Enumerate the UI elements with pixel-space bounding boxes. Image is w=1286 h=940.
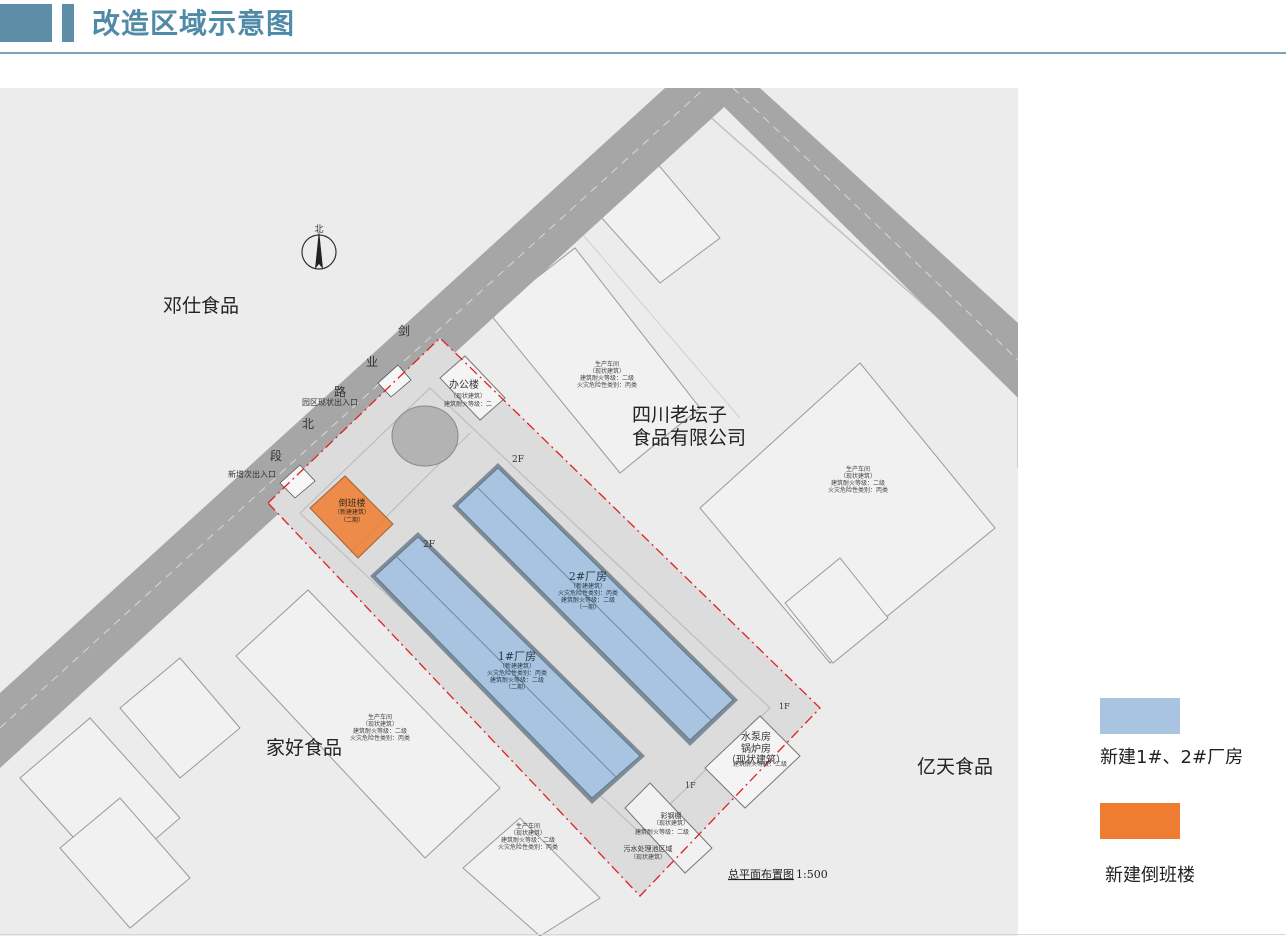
factory-2-note-2: 火灾危险性类别：丙类 (558, 589, 618, 597)
site-plan-drawing: 北 邓仕食品 四川老坛子 食品有限公司 家好食品 亿天食品 剑 业 路 北 段 … (0, 87, 1019, 937)
workshop-a-note-2: 建筑耐火等级：二级 (580, 374, 634, 382)
neighbor-laotanzi-line2: 食品有限公司 (632, 427, 746, 449)
factory-2 (452, 463, 738, 746)
legend-swatch-factories (1100, 698, 1180, 734)
plan-scale: 1:500 (796, 868, 828, 881)
office-building (439, 355, 506, 421)
workshop-d-note-3: 火灾危险性类别：丙类 (498, 843, 558, 851)
pump-room (704, 715, 801, 809)
steel-shed-name: 彩钢棚 (661, 811, 682, 820)
neighbor-dengshi: 邓仕食品 (163, 295, 239, 317)
factory-1-floor: 2F (423, 540, 435, 550)
road-char-4: 北 (302, 417, 314, 431)
steel-shed (624, 782, 713, 874)
office-note-2: 建筑耐火等级：二 (444, 400, 492, 408)
bottom-divider (0, 934, 1286, 935)
workshop-b-note-2: 建筑耐火等级：二级 (831, 479, 885, 487)
factory-1-note-1: （新建建筑） (499, 662, 535, 670)
factory-2-note-3: 建筑耐火等级：二级 (561, 596, 615, 604)
title-accent-block (0, 4, 52, 42)
pump-room-floor: 1F (779, 702, 790, 711)
header: 改造区域示意图 (0, 0, 1286, 54)
pump-room-name-2: 锅炉房 (741, 742, 771, 755)
steel-shed-note-2: 建筑耐火等级：二级 (635, 828, 689, 836)
title-accent-bar (62, 4, 74, 42)
site-boundary (267, 337, 821, 897)
pump-room-name-1: 水泵房 (741, 730, 771, 743)
neighbor-yitian: 亿天食品 (917, 756, 993, 778)
dormitory-note-2: （二期） (340, 516, 364, 524)
factory-1 (370, 532, 645, 804)
neighbor-jiahao: 家好食品 (266, 737, 342, 759)
header-divider (0, 52, 1286, 54)
workshop-d-note-1: （现状建筑） (510, 829, 546, 837)
workshop-b-note-3: 火灾危险性类别：丙类 (828, 486, 888, 494)
page-title: 改造区域示意图 (92, 7, 296, 40)
workshop-a-note-3: 火灾危险性类别：丙类 (577, 381, 637, 389)
pump-room-note-2: 建筑耐火等级：二级 (733, 760, 787, 768)
workshop-c-name: 生产车间 (368, 713, 392, 721)
dormitory-note-1: （新建建筑） (334, 508, 370, 516)
road-char-1: 剑 (398, 323, 410, 338)
site-plan: 北 邓仕食品 四川老坛子 食品有限公司 家好食品 亿天食品 剑 业 路 北 段 … (0, 87, 1019, 937)
courtyard (391, 405, 459, 467)
entrance-existing-label: 园区现状出入口 (302, 397, 358, 407)
neighbor-laotanzi-line1: 四川老坛子 (632, 404, 727, 426)
site-area (268, 338, 820, 896)
workshop-b-name: 生产车间 (846, 465, 870, 473)
steel-shed-note-1: （现状建筑） (653, 819, 689, 827)
dormitory-building (309, 475, 394, 559)
office-name: 办公楼 (449, 378, 479, 391)
factory-2-note-1: （新建建筑） (570, 582, 606, 590)
factory-2-note-4: （一期） (576, 603, 600, 611)
neighbor-parcels (19, 142, 996, 937)
factory-1-note-4: （二期） (505, 683, 529, 691)
workshop-d-name: 生产车间 (516, 822, 540, 830)
sewage-note-1: （现状建筑） (630, 853, 666, 861)
factory-2-name: 2#厂房 (569, 570, 607, 583)
office-note-1: （现状建筑） (450, 392, 486, 400)
factory-1-name: 1#厂房 (498, 650, 536, 663)
workshop-b-note-1: （现状建筑） (840, 472, 876, 480)
factory-2-floor: 2F (512, 455, 524, 465)
legend-label-dormitory: 新建倒班楼 (1105, 865, 1195, 886)
workshop-c-note-1: （现状建筑） (362, 720, 398, 728)
workshop-a-name: 生产车间 (595, 360, 619, 368)
pump-room-note-1: （现状建筑） (726, 753, 786, 766)
workshop-c-note-3: 火灾危险性类别：丙类 (350, 734, 410, 742)
factory-1-note-2: 火灾危险性类别：丙类 (487, 669, 547, 677)
factory-1-note-3: 建筑耐火等级：二级 (490, 676, 544, 684)
entrance-new-label: 新增次出入口 (228, 469, 276, 479)
road-char-3: 路 (334, 384, 346, 399)
north-label: 北 (314, 224, 323, 235)
workshop-d-note-2: 建筑耐火等级：二级 (501, 836, 555, 844)
legend-label-factories: 新建1#、2#厂房 (1100, 747, 1244, 768)
steel-shed-floor: 1F (685, 781, 696, 790)
sewage-name: 污水处理池区域 (624, 844, 673, 853)
legend-swatch-dormitory (1100, 803, 1180, 839)
workshop-c-note-2: 建筑耐火等级：二级 (353, 727, 407, 735)
plan-caption: 总平面布置图 (728, 867, 794, 881)
road-char-5: 段 (270, 448, 282, 463)
workshop-a-note-1: （现状建筑） (589, 367, 625, 375)
road-char-2: 业 (366, 355, 378, 369)
north-arrow (301, 230, 337, 270)
dormitory-name: 倒班楼 (338, 497, 365, 509)
